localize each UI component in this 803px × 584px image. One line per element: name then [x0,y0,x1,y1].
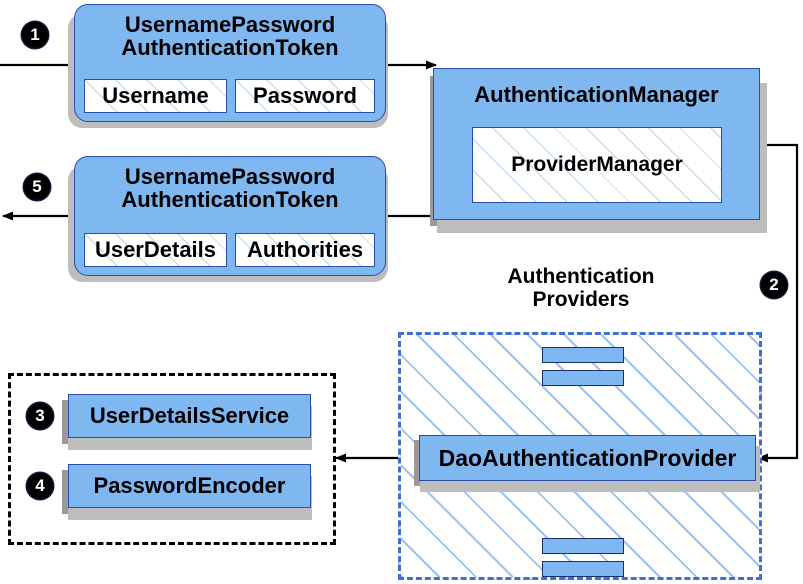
step-marker-4: 4 [27,473,53,499]
response-token-title-line1: UsernamePassword [124,164,336,189]
response-token-slot-userdetails[interactable]: UserDetails [84,233,227,267]
request-token-title: UsernamePassword AuthenticationToken [121,13,338,60]
provider-stub-3[interactable] [542,538,624,554]
password-encoder-box[interactable]: PasswordEncoder [68,464,311,508]
provider-manager-label: ProviderManager [511,153,683,176]
step-marker-5-label: 5 [32,177,42,196]
response-token-slot-authorities-label: Authorities [246,237,364,262]
request-token-title-line2: AuthenticationToken [121,35,339,61]
dependencies-container [8,373,336,545]
provider-stub-1[interactable] [542,347,624,363]
password-encoder-label: PasswordEncoder [93,473,286,499]
provider-stub-4[interactable] [542,561,624,577]
providers-heading-line2: Providers [532,288,630,312]
dao-authentication-provider-box[interactable]: DaoAuthenticationProvider [419,435,756,481]
response-token-slot-userdetails-label: UserDetails [94,237,217,262]
authentication-providers-heading: Authentication Providers [450,265,712,311]
request-token-title-line1: UsernamePassword [124,12,336,37]
step-marker-4-label: 4 [35,476,45,495]
user-details-service-label: UserDetailsService [89,403,290,429]
response-token-box[interactable]: UsernamePassword AuthenticationToken Use… [74,156,386,276]
step-marker-1: 1 [22,22,48,48]
provider-manager-box[interactable]: ProviderManager [472,127,722,203]
request-token-slot-password-label: Password [253,83,357,108]
request-token-box[interactable]: UsernamePassword AuthenticationToken Use… [74,4,386,122]
authentication-manager-title: AuthenticationManager [474,82,719,107]
providers-heading-line1: Authentication [507,265,655,288]
step-marker-3: 3 [27,403,53,429]
user-details-service-box[interactable]: UserDetailsService [68,394,311,438]
request-token-slot-username[interactable]: Username [84,79,227,113]
step-marker-2-label: 2 [769,275,779,294]
request-token-slot-username-label: Username [102,83,209,108]
response-token-title: UsernamePassword AuthenticationToken [121,165,338,212]
dao-authentication-provider-label: DaoAuthenticationProvider [438,444,737,471]
response-token-title-line2: AuthenticationToken [121,187,339,213]
authentication-manager-box[interactable]: AuthenticationManager ProviderManager [433,68,760,220]
step-marker-1-label: 1 [30,25,40,44]
response-token-slot-authorities[interactable]: Authorities [235,233,375,267]
request-token-slot-password[interactable]: Password [235,79,375,113]
step-marker-5: 5 [24,174,50,200]
step-marker-2: 2 [761,272,787,298]
provider-stub-2[interactable] [542,370,624,386]
step-marker-3-label: 3 [35,406,45,425]
